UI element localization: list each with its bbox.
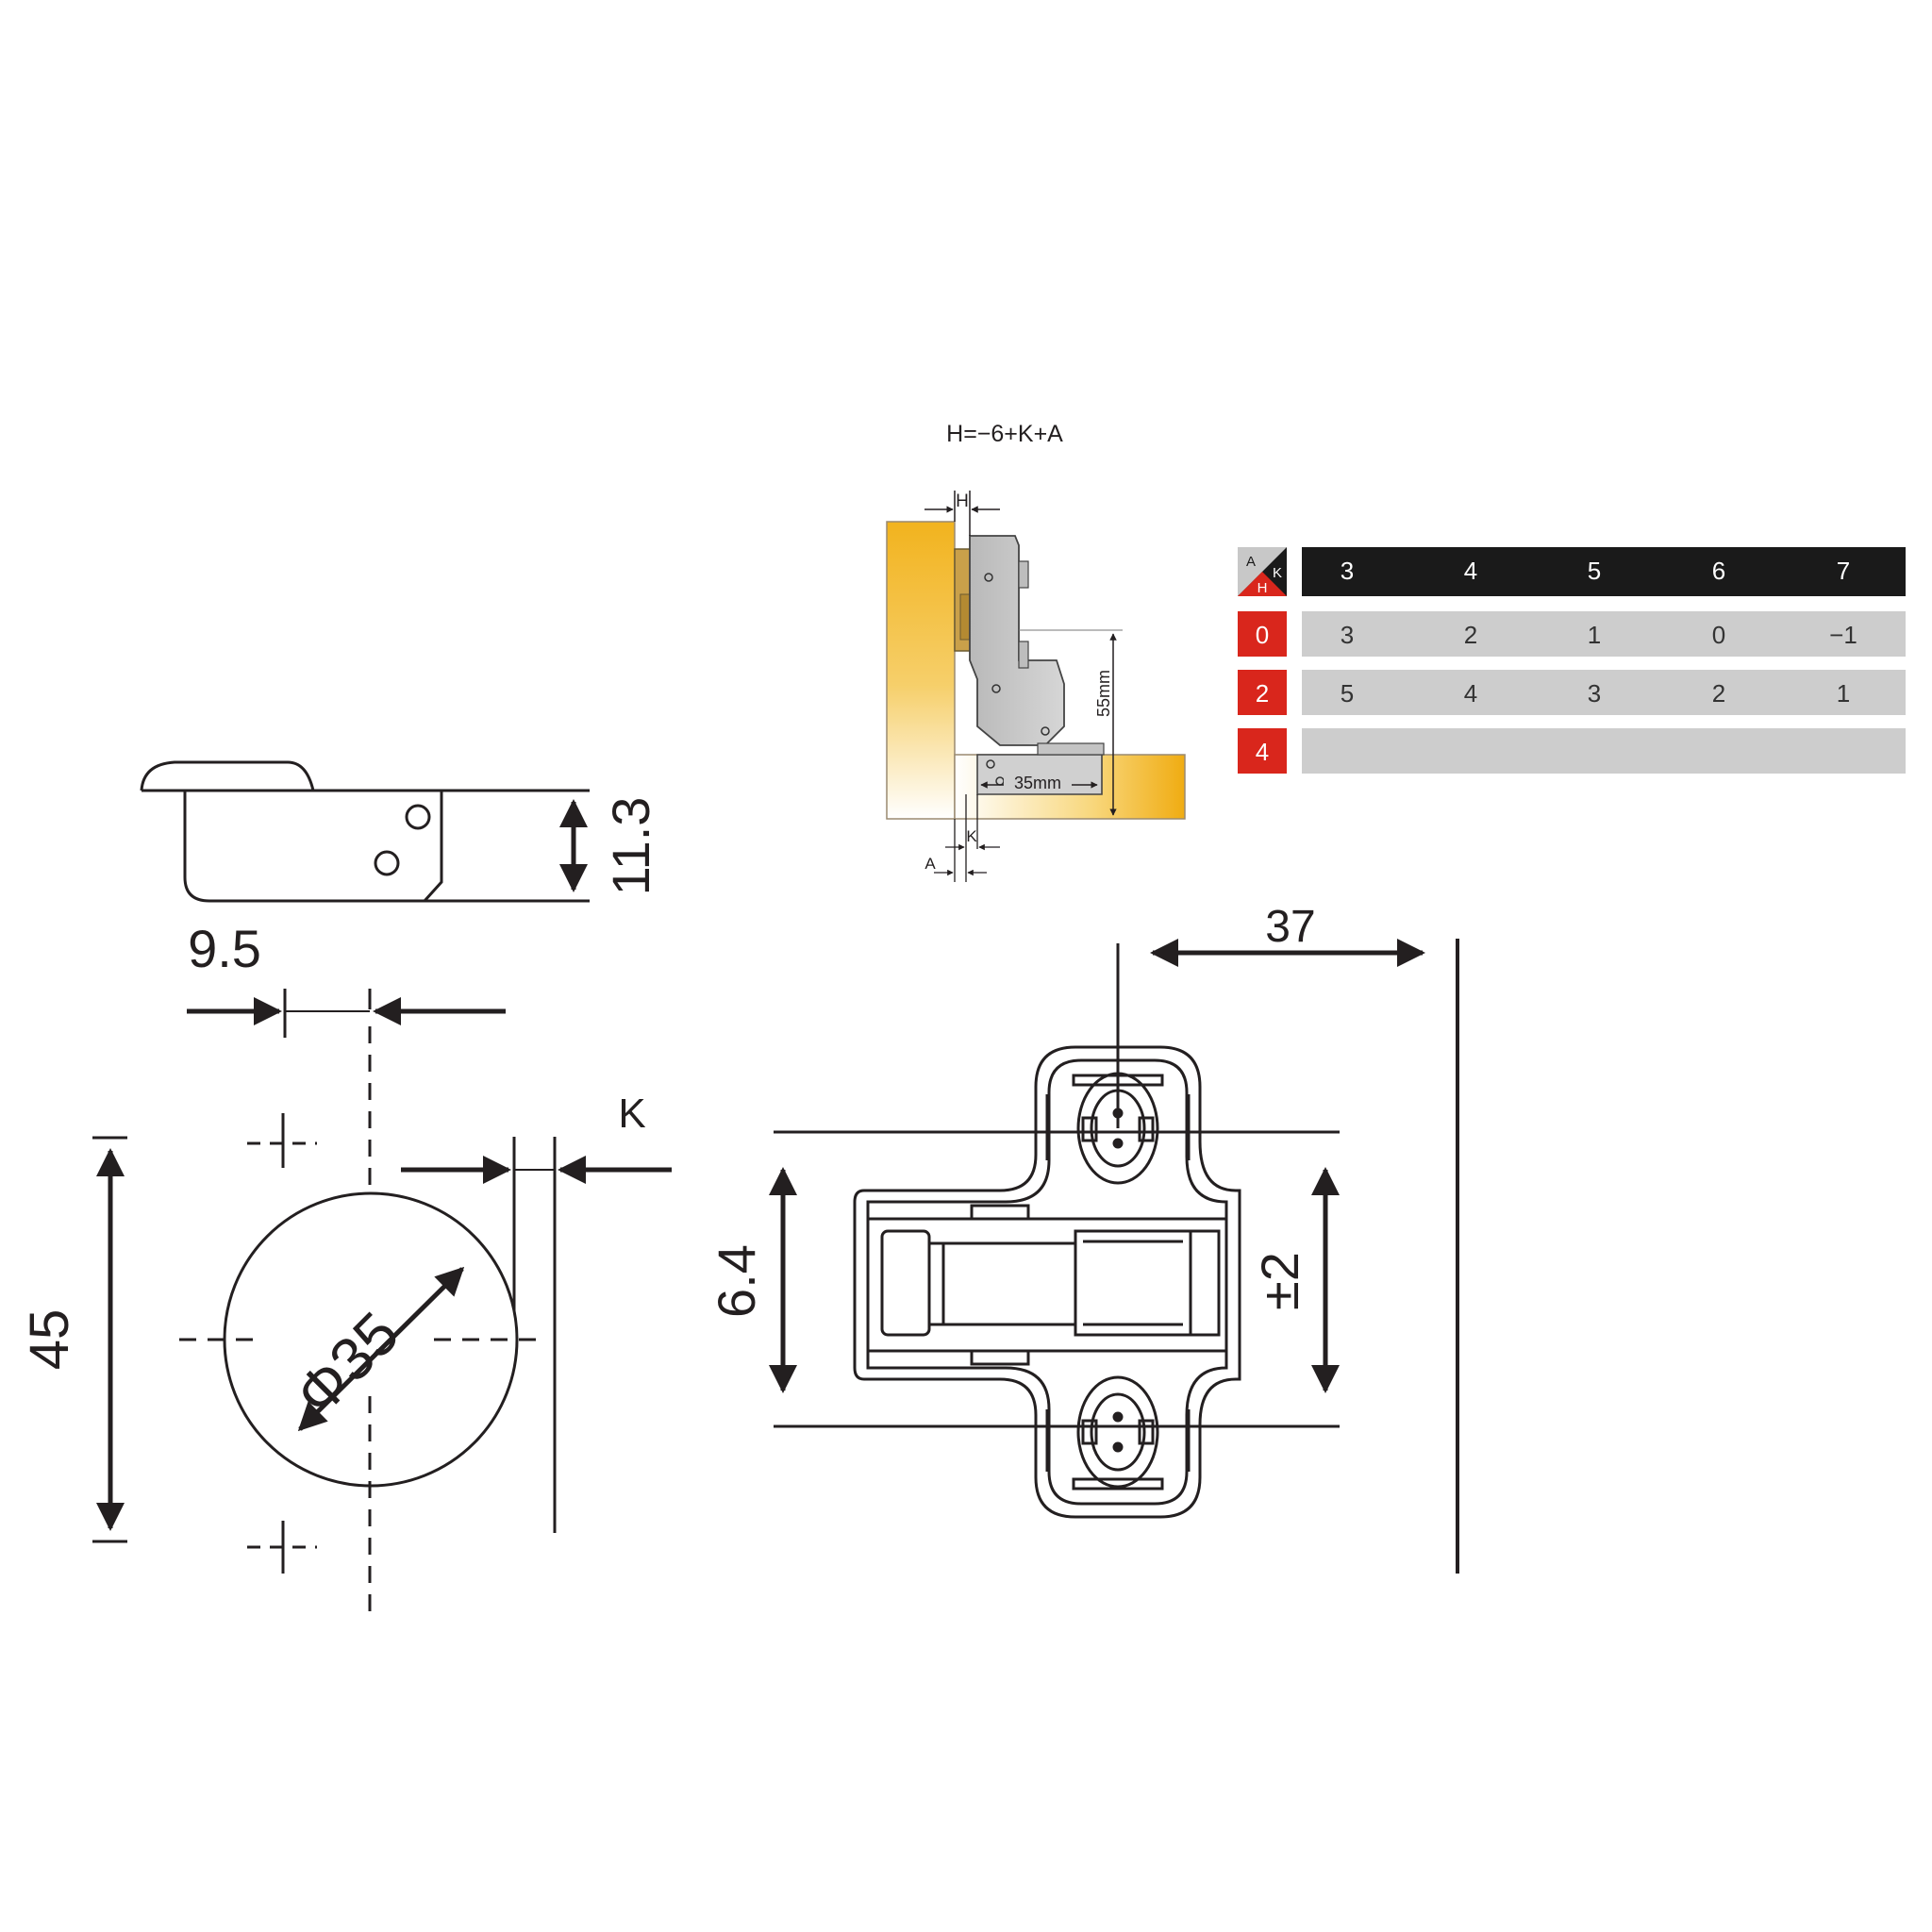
formula-label: H=−6+K+A <box>946 421 1063 447</box>
table-header-row <box>1302 547 1906 596</box>
dim-k-label: K <box>618 1091 645 1137</box>
svg-text:H: H <box>1257 580 1268 596</box>
cup-hole <box>374 850 400 876</box>
overlay-table: A K H 3 4 5 6 7 0 3 2 1 0 −1 2 5 4 <box>1238 547 1906 774</box>
svg-text:K: K <box>1273 565 1282 581</box>
cup-hole-plan: Φ35 45 K <box>19 1026 672 1623</box>
table-cell: 2 <box>1464 621 1477 649</box>
table-row <box>1302 670 1906 715</box>
door-panel <box>886 521 956 820</box>
dim-45-label: 45 <box>19 1309 80 1371</box>
dim-adjust-label: ±2 <box>1250 1252 1309 1310</box>
side-label-a: A <box>924 855 936 873</box>
header-cell: 5 <box>1588 557 1601 585</box>
table-cell: 5 <box>1341 679 1354 708</box>
header-cell: 3 <box>1341 557 1354 585</box>
svg-text:4: 4 <box>1256 738 1269 766</box>
svg-text:A: A <box>1246 554 1256 570</box>
diameter-label: Φ35 <box>282 1299 411 1428</box>
hinge-side-view: H 55mm 35mm K A <box>886 491 1186 882</box>
table-cell: 1 <box>1588 621 1601 649</box>
table-cell: 3 <box>1341 621 1354 649</box>
side-label-k: K <box>966 827 977 845</box>
header-cell: 4 <box>1464 557 1477 585</box>
table-cell: 1 <box>1837 679 1850 708</box>
cup-profile <box>140 760 590 903</box>
header-cell: 6 <box>1712 557 1725 585</box>
table-cell: 3 <box>1588 679 1601 708</box>
svg-text:0: 0 <box>1256 621 1269 649</box>
table-cell: 2 <box>1712 679 1725 708</box>
hinge-arm <box>969 535 1065 746</box>
row-label-2 <box>1238 670 1287 715</box>
screw-slot-bottom <box>1076 1375 1159 1489</box>
table-row <box>1302 611 1906 657</box>
row-label-0 <box>1238 611 1287 657</box>
table-cell: 0 <box>1712 621 1725 649</box>
mounting-plate-plan <box>853 1045 1241 1519</box>
table-cell: −1 <box>1829 621 1857 649</box>
dim-9-5-label: 9.5 <box>188 919 261 978</box>
cup-hole <box>405 804 431 830</box>
table-corner: A K H <box>1238 547 1287 596</box>
table-cell: 4 <box>1464 679 1477 708</box>
dim-11-3-label: 11.3 <box>601 797 660 896</box>
side-label-55mm: 55mm <box>1094 670 1113 717</box>
side-label-h: H <box>956 491 969 511</box>
svg-text:2: 2 <box>1256 679 1269 708</box>
table-row <box>1302 728 1906 774</box>
plate-outline <box>853 1045 1241 1519</box>
dim-37-label: 37 <box>1265 902 1315 952</box>
dim-6-4-label: 6.4 <box>707 1244 766 1318</box>
side-label-35mm: 35mm <box>1014 774 1061 792</box>
diameter-arrow <box>297 1266 465 1432</box>
header-cell: 7 <box>1837 557 1850 585</box>
row-label-4 <box>1238 728 1287 774</box>
